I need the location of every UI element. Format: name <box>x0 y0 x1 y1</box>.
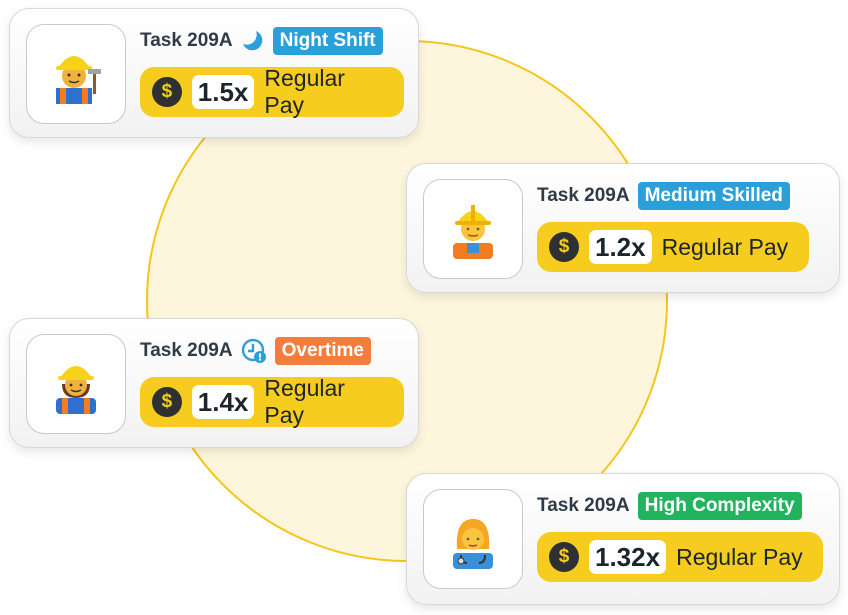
task-id: Task 209A <box>537 495 630 516</box>
moon-icon <box>241 29 265 53</box>
status-badge: Overtime <box>274 337 371 365</box>
clock-alert-icon <box>241 338 267 364</box>
construction-worker-icon <box>453 205 493 259</box>
pay-multiplier: 1.32x <box>589 540 667 574</box>
dollar-coin-icon: $ <box>549 232 579 262</box>
pay-rate-pill: $ 1.2x Regular Pay <box>537 222 809 272</box>
avatar <box>423 489 523 589</box>
construction-worker-icon <box>56 366 96 414</box>
avatar <box>26 334 126 434</box>
task-card-overtime[interactable]: Task 209A Overtime $ 1.4x Regular Pay <box>9 318 419 448</box>
pay-multiplier: 1.2x <box>589 230 652 264</box>
task-card-high-complexity[interactable]: Task 209A High Complexity $ 1.32x Regula… <box>406 473 840 605</box>
pay-rate-pill: $ 1.4x Regular Pay <box>140 375 404 428</box>
pay-multiplier: 1.5x <box>191 75 255 109</box>
pay-label: Regular Pay <box>661 233 789 260</box>
task-card-night-shift[interactable]: Task 209A Night Shift $ 1.5x Regular Pay <box>9 8 419 138</box>
task-id: Task 209A <box>140 340 233 361</box>
avatar <box>423 179 523 279</box>
avatar <box>26 24 126 124</box>
pay-multiplier: 1.4x <box>191 385 255 419</box>
dollar-coin-icon: $ <box>152 77 182 107</box>
pay-rate-pill: $ 1.32x Regular Pay <box>537 532 823 582</box>
pay-rate-pill: $ 1.5x Regular Pay <box>140 65 404 118</box>
dollar-coin-icon: $ <box>152 387 182 417</box>
dollar-coin-icon: $ <box>549 542 579 572</box>
construction-worker-icon <box>56 56 101 104</box>
status-badge: High Complexity <box>637 492 802 520</box>
pay-label: Regular Pay <box>676 543 803 570</box>
pay-label: Regular Pay <box>264 65 345 118</box>
status-badge: Night Shift <box>272 27 383 55</box>
status-badge: Medium Skilled <box>637 182 790 210</box>
task-id: Task 209A <box>140 30 233 51</box>
task-id: Task 209A <box>537 185 630 206</box>
health-worker-icon <box>453 519 493 569</box>
pay-label: Regular Pay <box>264 375 345 428</box>
task-card-medium-skilled[interactable]: Task 209A Medium Skilled $ 1.2x Regular … <box>406 163 840 293</box>
